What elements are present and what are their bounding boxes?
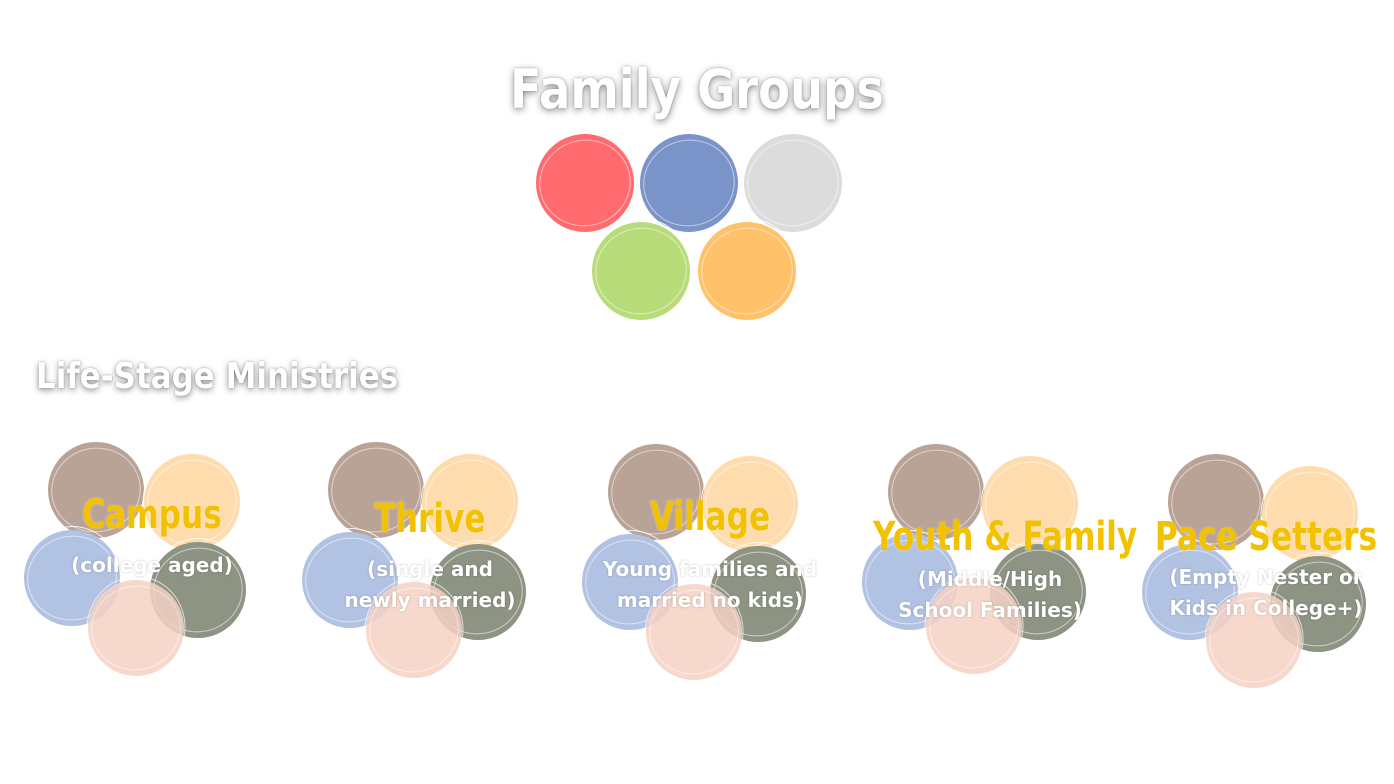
cluster-salmon-circle xyxy=(88,580,184,676)
ministry-description-line-1: Young families and xyxy=(602,557,818,581)
cluster-peach-circle xyxy=(1262,466,1358,562)
ministry-description-line-1: (Empty Nester or xyxy=(1169,565,1363,589)
ministry-name: Village xyxy=(649,494,771,540)
cluster-salmon-circle xyxy=(646,584,742,680)
ministry-description-line-2: newly married) xyxy=(344,588,516,612)
family-group-orange-circle xyxy=(698,222,796,320)
cluster-brown-circle xyxy=(48,442,144,538)
cluster-salmon-circle xyxy=(926,578,1022,674)
cluster-brown-circle xyxy=(1168,454,1264,550)
ministry-description-line-2: Kids in College+) xyxy=(1169,596,1363,620)
ministry-pace-setters: Pace Setters (Empty Nester or Kids in Co… xyxy=(1136,452,1394,712)
cluster-salmon-circle xyxy=(1206,592,1302,688)
cluster-brown-circle xyxy=(888,444,984,540)
family-group-blue-circle xyxy=(640,134,738,232)
cluster-brown-circle xyxy=(328,442,424,538)
cluster-peach-circle xyxy=(982,456,1078,552)
ministry-campus: Campus (college aged) xyxy=(22,440,282,700)
ministry-name: Youth & Family xyxy=(873,514,1138,560)
cluster-peach-circle xyxy=(422,454,518,550)
ministry-name: Pace Setters xyxy=(1154,514,1378,560)
section-label: Life-Stage Ministries xyxy=(36,356,399,397)
cluster-salmon-circle xyxy=(366,582,462,678)
ministry-description-line-2: married no kids) xyxy=(616,588,804,612)
ministry-name: Thrive xyxy=(374,496,486,542)
ministry-description-line-1: (single and xyxy=(367,557,493,581)
cluster-peach-circle xyxy=(702,456,798,552)
ministry-description-line-2: School Families) xyxy=(898,598,1082,622)
ministry-thrive: Thrive (single and newly married) xyxy=(300,440,560,700)
ministry-youth-family: Youth & Family (Middle/High School Famil… xyxy=(860,442,1138,702)
ministry-name: Campus xyxy=(82,492,222,538)
page-title: Family Groups xyxy=(510,58,884,121)
family-group-gray-circle xyxy=(744,134,842,232)
ministry-description-line-1: (Middle/High xyxy=(917,567,1063,591)
ministry-description-line-1: (college aged) xyxy=(71,553,233,577)
cluster-brown-circle xyxy=(608,444,704,540)
family-group-green-circle xyxy=(592,222,690,320)
ministry-village: Village Young families and married no ki… xyxy=(580,442,840,702)
family-group-red-circle xyxy=(536,134,634,232)
cluster-peach-circle xyxy=(144,454,240,550)
